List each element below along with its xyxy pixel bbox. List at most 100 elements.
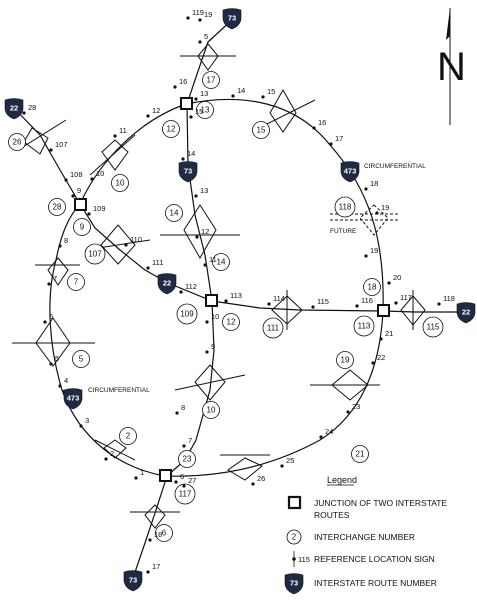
- svg-text:15: 15: [257, 126, 266, 135]
- svg-text:13: 13: [201, 106, 210, 115]
- svg-text:109: 109: [93, 204, 106, 213]
- ref-location-13: 13: [194, 186, 208, 198]
- svg-text:19: 19: [370, 246, 378, 255]
- svg-text:2: 2: [126, 432, 131, 441]
- svg-text:18: 18: [370, 179, 378, 188]
- ref-location-28: 28: [22, 103, 36, 115]
- interchange-circles: 2567910101212131414151718192123262810710…: [8, 71, 444, 542]
- legend-junction-label-1: JUNCTION OF TWO INTERSTATE: [314, 498, 447, 508]
- shield-22-west: 22: [4, 98, 24, 120]
- ref-location-17: 17: [329, 134, 343, 146]
- svg-text:5: 5: [55, 354, 59, 363]
- junction-118: [377, 304, 390, 317]
- svg-text:19: 19: [381, 203, 389, 212]
- svg-text:18: 18: [154, 530, 162, 539]
- ref-location-17: 17: [146, 562, 160, 574]
- ref-location-19: 19: [375, 203, 389, 215]
- shield-473-north: 473: [340, 161, 360, 183]
- svg-text:3: 3: [85, 416, 89, 425]
- north-label: N: [437, 45, 466, 89]
- ref-location-15: 15: [189, 107, 203, 119]
- interchange-17: 17: [202, 71, 220, 89]
- ref-location-1: 1: [134, 468, 144, 480]
- svg-text:119: 119: [192, 8, 204, 17]
- ref-location-113: 113: [224, 291, 242, 303]
- ref-location-8: 8: [58, 236, 68, 248]
- svg-text:12: 12: [167, 125, 176, 134]
- svg-text:6: 6: [162, 529, 167, 538]
- interchange-26: 26: [8, 133, 26, 151]
- ref-location-18: 18: [148, 530, 162, 542]
- svg-text:22: 22: [462, 308, 470, 317]
- interchange-13: 13: [196, 101, 214, 119]
- svg-text:9: 9: [211, 342, 215, 351]
- legend-shield-icon: 73: [284, 573, 304, 595]
- ref-location-117: 117: [394, 293, 412, 305]
- ref-location-16: 16: [173, 77, 187, 89]
- ref-location-108: 108: [64, 170, 83, 182]
- ref-location-24: 24: [319, 427, 333, 439]
- junction-7: [159, 469, 172, 482]
- svg-text:13: 13: [200, 186, 208, 195]
- interchange-14: 14: [212, 253, 230, 271]
- legend-interchange-icon: [286, 529, 302, 545]
- svg-text:1: 1: [140, 468, 144, 477]
- ref-location-107: 107: [49, 140, 68, 152]
- i73-route: [132, 17, 235, 579]
- svg-text:10: 10: [96, 169, 104, 178]
- svg-text:16: 16: [318, 118, 326, 127]
- ref-location-109: 109: [87, 204, 106, 216]
- svg-text:4: 4: [64, 376, 68, 385]
- interchange-117: 117: [174, 483, 196, 505]
- north-arrow: N: [437, 8, 466, 125]
- i22-route: [13, 107, 466, 313]
- legend: Legend JUNCTION OF TWO INTERSTATE ROUTES…: [284, 475, 447, 595]
- svg-text:19: 19: [341, 356, 350, 365]
- svg-text:114: 114: [273, 294, 285, 303]
- svg-text:28: 28: [53, 203, 62, 212]
- ref-location-25: 25: [280, 456, 294, 468]
- svg-text:18: 18: [368, 283, 377, 292]
- svg-text:15: 15: [267, 87, 275, 96]
- ref-location-7: 7: [182, 436, 192, 448]
- ref-location-7: 7: [47, 274, 57, 286]
- shield-73-north: 73: [222, 8, 242, 30]
- shield-22-center: 22: [157, 273, 177, 295]
- interchange-6: 6: [155, 524, 173, 542]
- interchange-118: 118: [334, 196, 356, 218]
- ref-location-21: 21: [379, 329, 393, 341]
- ref-location-5: 5: [49, 354, 59, 366]
- svg-text:25: 25: [286, 456, 294, 465]
- future-label: FUTURE: [330, 228, 357, 235]
- svg-text:19: 19: [204, 10, 212, 19]
- svg-text:109: 109: [180, 310, 194, 319]
- interchange-109: 109: [176, 303, 198, 325]
- ref-location-12: 12: [195, 227, 209, 239]
- interchange-28: 28: [48, 198, 66, 216]
- svg-text:28: 28: [28, 103, 36, 112]
- junction-114: [205, 294, 218, 307]
- ref-location-110: 110: [124, 235, 142, 247]
- ref-location-12: 12: [146, 106, 160, 118]
- junction-110: [74, 198, 87, 211]
- svg-text:14: 14: [217, 258, 226, 267]
- legend-interchange-label: INTERCHANGE NUMBER: [314, 532, 415, 542]
- svg-text:73: 73: [184, 167, 192, 176]
- svg-text:23: 23: [183, 455, 192, 464]
- interchange-111: 111: [262, 317, 284, 339]
- ref-location-119: 119: [186, 8, 204, 20]
- svg-text:9: 9: [77, 186, 81, 195]
- svg-text:6: 6: [49, 312, 53, 321]
- interchange-19: 19: [336, 351, 354, 369]
- ref-location-14: 14: [231, 86, 245, 98]
- interchange-15: 15: [252, 121, 270, 139]
- svg-text:118: 118: [443, 294, 455, 303]
- svg-text:14: 14: [237, 86, 245, 95]
- junction-13: [180, 97, 193, 110]
- interchange-21: 21: [351, 445, 369, 463]
- svg-text:14: 14: [187, 149, 195, 158]
- interchange-10: 10: [202, 401, 220, 419]
- legend-sign-sample: 115: [298, 555, 310, 564]
- ref-location-6: 6: [43, 312, 53, 324]
